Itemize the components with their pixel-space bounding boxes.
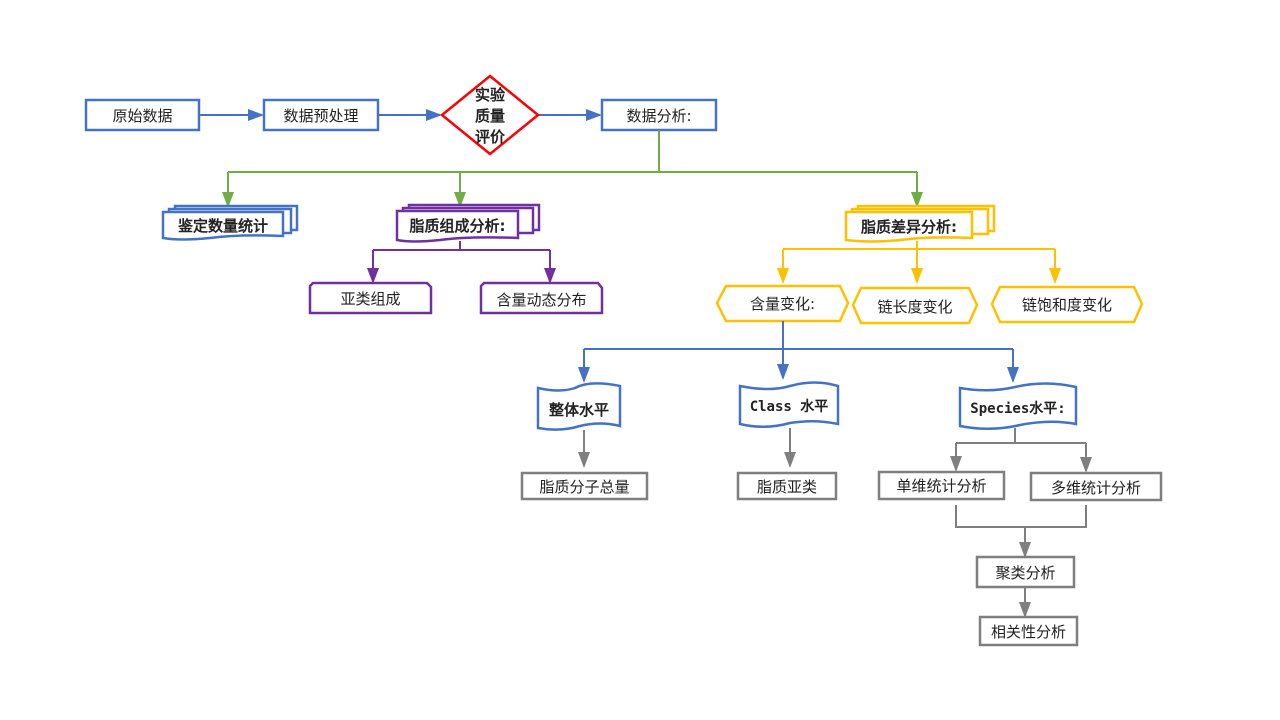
raw-data-box <box>84 98 201 132</box>
preprocess-label: 数据预处理 <box>283 106 359 125</box>
purple-connectors <box>367 241 556 284</box>
species-level-label: Species水平: <box>970 401 1066 417</box>
total-lipid-box <box>520 471 649 501</box>
preprocess-box <box>262 98 380 132</box>
univariate-box <box>877 470 1006 501</box>
composition-shape <box>395 203 541 243</box>
clustering-box <box>975 555 1076 589</box>
chain-saturation-label: 链饱和度变化 <box>1021 296 1112 314</box>
clustering-label: 聚类分析 <box>995 563 1056 582</box>
id-stats-label: 鉴定数量统计 <box>177 216 268 235</box>
chain-length-hex <box>851 286 979 325</box>
qc-label-3: 评价 <box>474 127 505 146</box>
multivariate-box <box>1029 471 1163 502</box>
chain-length-label: 链长度变化 <box>877 298 953 316</box>
difference-shape <box>844 204 996 243</box>
yellow-connectors <box>777 241 1061 284</box>
species-level-shape <box>958 382 1078 430</box>
class-level-label: Class 水平 <box>749 399 829 415</box>
subclass-comp-box <box>308 281 433 315</box>
content-change-label: 含量变化: <box>749 295 816 313</box>
correlation-label: 相关性分析 <box>990 622 1066 641</box>
composition-label: 脂质组成分析: <box>409 216 506 235</box>
total-lipid-label: 脂质分子总量 <box>539 477 630 496</box>
analysis-box <box>600 98 718 132</box>
qc-label-2: 质量 <box>474 106 505 125</box>
content-change-hex <box>715 284 850 323</box>
content-dynamic-label: 含量动态分布 <box>496 290 587 309</box>
gray-connectors <box>578 428 1092 618</box>
multivariate-label: 多维统计分析 <box>1050 478 1141 497</box>
qc-diamond <box>440 74 540 156</box>
blue-connectors <box>578 321 1019 383</box>
correlation-box <box>978 615 1079 647</box>
green-connectors <box>222 130 923 208</box>
lipid-subclass-label: 脂质亚类 <box>756 477 817 496</box>
univariate-label: 单维统计分析 <box>896 477 987 495</box>
subclass-comp-label: 亚类组成 <box>340 289 401 308</box>
overall-level-shape <box>536 382 622 431</box>
class-level-shape <box>738 381 840 428</box>
raw-data-label: 原始数据 <box>112 106 173 125</box>
difference-label: 脂质差异分析: <box>861 217 957 236</box>
overall-level-label: 整体水平 <box>548 400 609 419</box>
id-stats-shape <box>161 204 299 241</box>
analysis-label: 数据分析: <box>626 106 692 125</box>
lipid-subclass-box <box>736 471 838 501</box>
content-dynamic-box <box>479 281 604 315</box>
chain-saturation-hex <box>990 285 1144 324</box>
qc-label-1: 实验 <box>474 85 505 104</box>
